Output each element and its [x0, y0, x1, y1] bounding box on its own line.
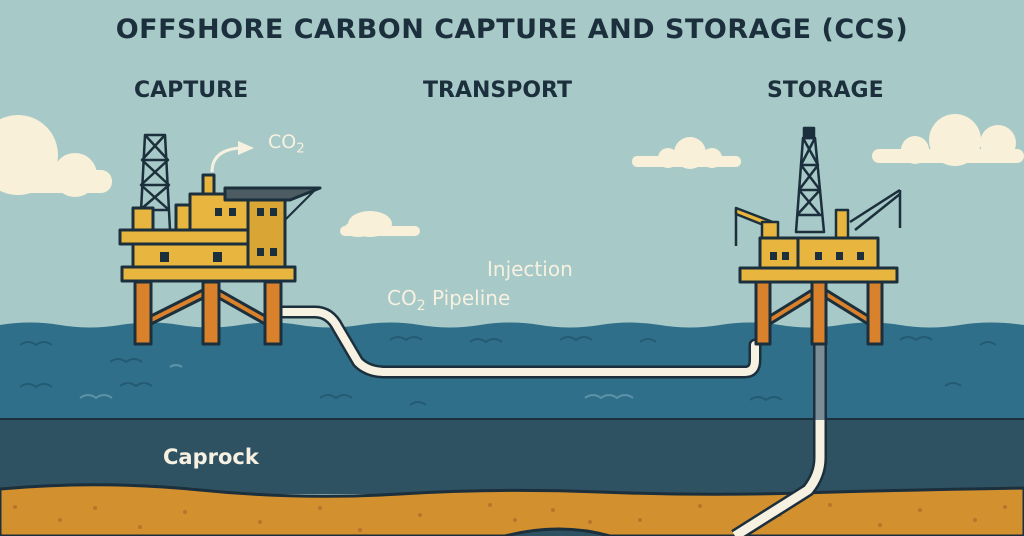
- co2-emission-arrow: [210, 146, 241, 173]
- reservoir-layer: [0, 483, 1024, 536]
- cloud-mid-right: [632, 137, 741, 169]
- cloud-right: [872, 114, 1024, 166]
- co2-subscript: 2: [296, 141, 305, 157]
- caprock-layer: [0, 419, 1024, 494]
- platform-legs: [133, 280, 283, 346]
- arrow-head-icon: [238, 141, 254, 155]
- platform-legs: [754, 280, 884, 346]
- pipeline-co2-text: CO: [387, 286, 417, 310]
- capture-windows: [160, 208, 277, 262]
- storage-windows: [770, 252, 864, 260]
- derrick: [794, 126, 826, 234]
- pipeline-text: Pipeline: [425, 286, 511, 310]
- caprock-label: Caprock: [163, 445, 259, 469]
- section-storage: STORAGE: [767, 78, 884, 103]
- capture-platform: [118, 133, 322, 346]
- wave-highlights: [79, 364, 634, 400]
- injection-label: Injection: [487, 257, 573, 281]
- cloud-center: [340, 211, 420, 237]
- injection-well: [731, 345, 827, 536]
- diagram-title: OFFSHORE CARBON CAPTURE AND STORAGE (CCS…: [115, 14, 909, 45]
- cloud-left: [0, 115, 112, 197]
- co2-pipeline: [276, 305, 762, 379]
- co2-emission-label: CO2: [268, 131, 305, 157]
- pipeline-co2-subscript: 2: [416, 297, 426, 314]
- wave-marks: [19, 336, 997, 406]
- storage-platform: [734, 126, 902, 346]
- section-transport: TRANSPORT: [423, 78, 573, 103]
- reservoir-pocket: [504, 527, 611, 536]
- crane-right: [834, 188, 902, 240]
- section-capture: CAPTURE: [134, 78, 249, 103]
- pipeline-label: CO2 Pipeline: [387, 286, 510, 314]
- co2-text: CO: [268, 131, 297, 153]
